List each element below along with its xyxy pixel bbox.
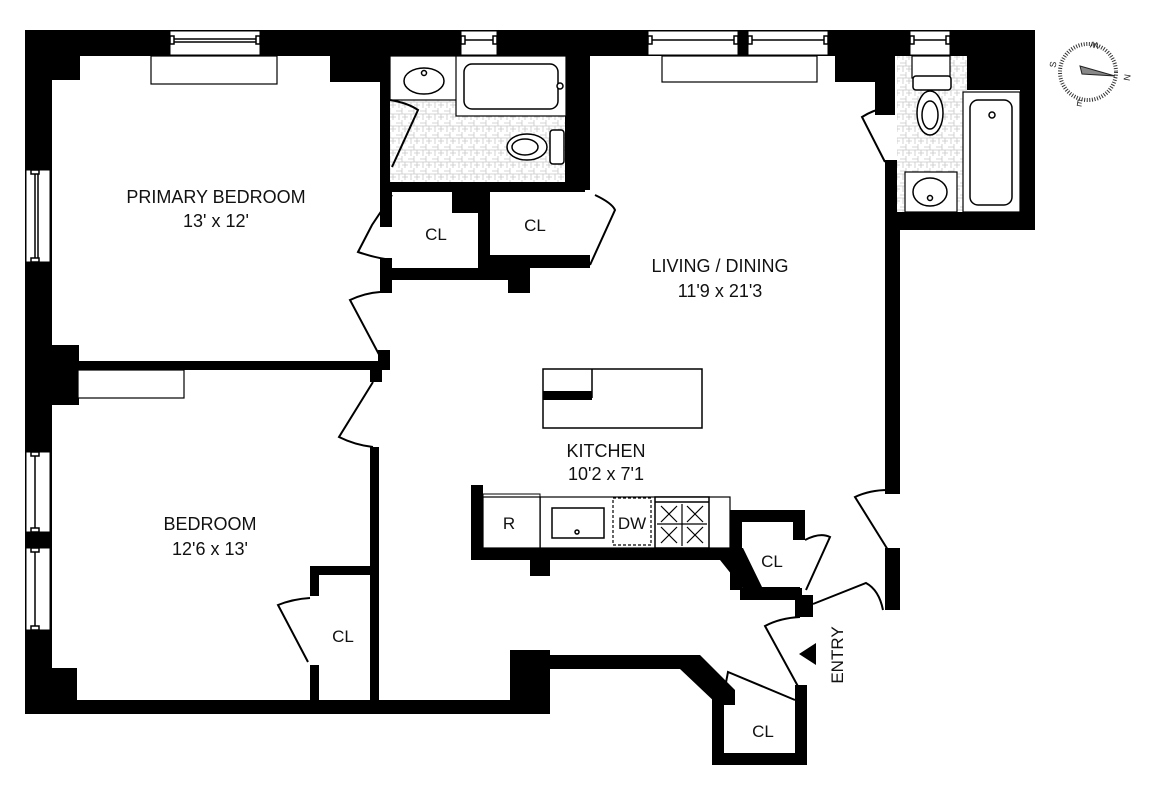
compass-south: S — [1048, 61, 1059, 69]
second-bathroom — [860, 55, 1021, 213]
room-labels: PRIMARY BEDROOM 13' x 12' LIVING / DININ… — [126, 187, 847, 741]
bath-door — [389, 99, 420, 168]
closet-label: CL — [332, 627, 354, 646]
stove-burners-icon — [657, 504, 707, 546]
bath-2-door — [860, 107, 886, 163]
window-primary-top — [169, 30, 261, 56]
bedroom-door — [337, 381, 374, 448]
compass: N S E W — [1048, 39, 1133, 108]
entry-label: ENTRY — [828, 626, 847, 683]
compass-north: N — [1121, 73, 1132, 81]
closet-label: CL — [524, 216, 546, 235]
primary-bedroom-door — [348, 291, 384, 363]
primary-bathroom — [389, 55, 567, 182]
windows — [25, 30, 951, 631]
closet-2-door — [589, 194, 617, 266]
compass-needle-icon — [1079, 65, 1116, 77]
radiator-primary — [150, 55, 278, 85]
window-bedroom-left-1 — [25, 451, 51, 533]
room-dims-living-dining: 11'9 x 21'3 — [678, 281, 763, 301]
interior-walls — [52, 30, 900, 765]
living-side-door — [853, 489, 889, 551]
window-bath2-top — [909, 30, 951, 56]
bottom-closet-door — [723, 670, 796, 701]
room-dims-primary-bedroom: 13' x 12' — [183, 211, 249, 231]
sink-2-icon — [912, 177, 948, 207]
window-bath-top — [460, 30, 498, 56]
entry-door-lower — [763, 616, 801, 691]
window-bedroom-left-2 — [25, 547, 51, 631]
room-name-bedroom: BEDROOM — [163, 514, 256, 534]
bedroom-closet-door — [276, 597, 311, 663]
radiator-bedroom — [77, 369, 185, 399]
bathtub-basin-icon — [463, 63, 559, 110]
window-living-top-2 — [747, 30, 829, 56]
closet-label: CL — [761, 552, 783, 571]
room-name-living-dining: LIVING / DINING — [651, 256, 788, 276]
kitchen-closet-door — [804, 534, 832, 591]
entry-arrow-icon — [799, 643, 816, 665]
room-dims-kitchen: 10'2 x 7'1 — [568, 464, 644, 484]
dishwasher — [612, 497, 652, 546]
window-living-top-1 — [647, 30, 739, 56]
room-name-kitchen: KITCHEN — [566, 441, 645, 461]
room-dims-bedroom: 12'6 x 13' — [172, 539, 248, 559]
compass-east: E — [1076, 98, 1084, 109]
room-name-primary-bedroom: PRIMARY BEDROOM — [126, 187, 305, 207]
dishwasher-label: DW — [618, 514, 646, 533]
refrigerator — [482, 496, 541, 549]
closet-label: CL — [425, 225, 447, 244]
sink-icon — [403, 67, 445, 95]
closet-1-door — [356, 194, 393, 261]
radiator-living — [661, 55, 818, 83]
entry-door-upper — [812, 581, 884, 611]
doors — [276, 194, 889, 701]
closet-label: CL — [752, 722, 774, 741]
refrigerator-label: R — [503, 514, 515, 533]
kitchen-fixtures — [482, 368, 731, 549]
compass-west: W — [1089, 39, 1100, 50]
window-primary-left — [25, 169, 51, 263]
